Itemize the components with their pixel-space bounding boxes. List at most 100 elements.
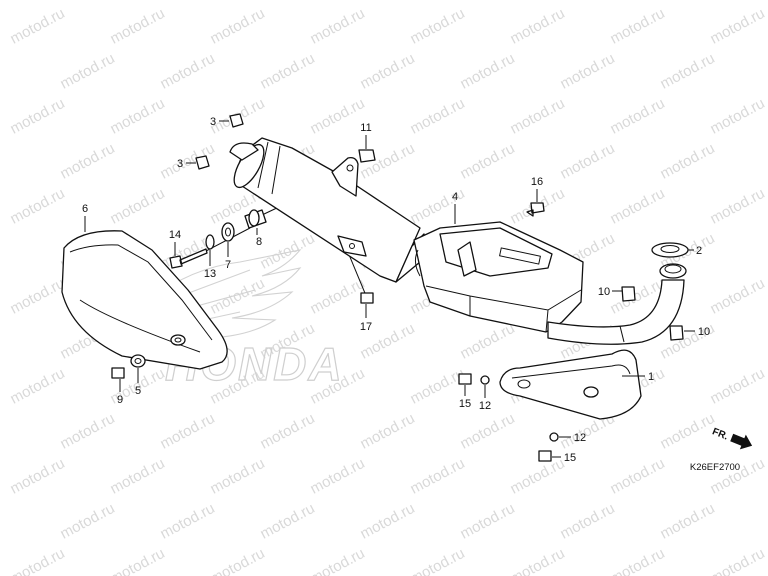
chamber-pipe-in — [414, 249, 421, 277]
exhaust-pipe-joint — [619, 325, 625, 343]
exhaust-pipe-body — [547, 279, 685, 345]
gasket — [651, 242, 689, 258]
watermark: motod.ru — [657, 50, 717, 93]
callout-label: 2 — [696, 245, 702, 257]
watermark: motod.ru — [207, 5, 267, 48]
watermark: motod.ru — [207, 545, 267, 576]
watermark: motod.ru — [457, 410, 517, 453]
watermark: motod.ru — [57, 500, 117, 543]
heat-shield-lower-hole — [583, 386, 599, 398]
watermark: motod.ru — [457, 320, 517, 363]
washer-5-inner — [134, 358, 142, 364]
watermark: motod.ru — [707, 5, 767, 48]
callout-label: 13 — [204, 268, 216, 280]
watermark: motod.ru — [57, 410, 117, 453]
watermark: motod.ru — [607, 455, 667, 498]
watermark: motod.ru — [707, 275, 767, 318]
watermark: motod.ru — [107, 455, 167, 498]
watermark: motod.ru — [7, 455, 67, 498]
watermark: motod.ru — [107, 95, 167, 138]
watermark: motod.ru — [257, 500, 317, 543]
watermark: motod.ru — [657, 500, 717, 543]
heat-shield-lower-hole-2 — [517, 379, 531, 389]
callout-label: 6 — [82, 203, 88, 215]
watermark: motod.ru — [107, 185, 167, 228]
watermark: motod.ru — [507, 95, 567, 138]
chamber-slot — [499, 247, 541, 265]
callout-label: 5 — [135, 385, 141, 397]
watermark: motod.ru — [707, 545, 767, 576]
callout-label: 16 — [531, 176, 543, 188]
watermark: motod.ru — [707, 185, 767, 228]
watermark: motod.ru — [107, 545, 167, 576]
watermark: motod.ru — [7, 545, 67, 576]
gasket-inner — [660, 245, 680, 253]
exhaust-pipe-collar — [659, 263, 687, 279]
heat-shield-left-hole — [170, 334, 186, 346]
nut-10-upper — [621, 286, 636, 302]
watermark: motod.ru — [557, 500, 617, 543]
watermark: motod.ru — [307, 455, 367, 498]
watermark: motod.ru — [157, 500, 217, 543]
callout-label: 10 — [698, 326, 710, 338]
watermark: motod.ru — [557, 50, 617, 93]
watermark: motod.ru — [257, 230, 317, 273]
muffler-end-cap — [233, 143, 265, 189]
watermark: motod.ru — [157, 50, 217, 93]
watermark: motod.ru — [7, 185, 67, 228]
callout-label: 3 — [177, 158, 183, 170]
bolt-17 — [360, 292, 374, 304]
heat-shield-lower-crease — [511, 364, 631, 379]
watermark: motod.ru — [257, 50, 317, 93]
watermark: motod.ru — [457, 140, 517, 183]
chamber-stay — [457, 241, 477, 277]
watermark: motod.ru — [407, 95, 467, 138]
watermark: motod.ru — [7, 365, 67, 408]
watermark: motod.ru — [157, 140, 217, 183]
bolt-9 — [111, 367, 125, 379]
watermark: motod.ru — [507, 5, 567, 48]
watermark: motod.ru — [507, 545, 567, 576]
nut-3-upper — [229, 113, 244, 128]
watermark: motod.ru — [357, 50, 417, 93]
fasteners — [111, 113, 684, 462]
washer-13 — [205, 234, 215, 250]
heat-shield-lower-body — [499, 349, 642, 420]
muffler-band — [257, 141, 281, 195]
nut-10-lower — [669, 325, 684, 341]
watermark: motod.ru — [7, 5, 67, 48]
leader-lines — [84, 120, 695, 458]
callout-labels: 3 3 11 16 4 6 14 8 13 7 2 10 10 17 1 9 5… — [82, 116, 710, 464]
exhaust-pipe-port — [664, 264, 682, 274]
watermark: motod.ru — [707, 365, 767, 408]
watermark: motod.ru — [307, 5, 367, 48]
muffler-top-bracket — [331, 156, 359, 197]
watermark: motod.ru — [307, 545, 367, 576]
collar-8-face — [248, 209, 260, 227]
watermark: motod.ru — [407, 455, 467, 498]
watermark: motod.ru — [457, 500, 517, 543]
bolt-15-lower — [538, 450, 552, 462]
bracket-hole — [346, 164, 354, 172]
watermark: motod.ru — [657, 410, 717, 453]
watermark: motod.ru — [407, 545, 467, 576]
watermark: motod.ru — [607, 545, 667, 576]
watermark: motod.ru — [107, 5, 167, 48]
center-chamber-top-edge — [425, 285, 582, 333]
figure-code: K26EF2700 — [690, 462, 740, 473]
callout-label: 15 — [564, 452, 576, 464]
front-direction-indicator: FR. — [711, 426, 753, 450]
washer-12-upper — [480, 375, 490, 385]
watermark: motod.ru — [657, 140, 717, 183]
watermark: motod.ru — [407, 185, 467, 228]
watermark: motod.ru — [707, 95, 767, 138]
watermark: motod.ru — [607, 5, 667, 48]
watermark: motod.ru — [7, 275, 67, 318]
heat-shield-left-body — [61, 230, 228, 370]
bolt-14 — [169, 248, 208, 269]
watermark: motod.ru — [357, 500, 417, 543]
watermark: motod.ru — [307, 95, 367, 138]
watermark: motod.ru — [57, 50, 117, 93]
muffler-outlet-tip — [229, 142, 259, 161]
